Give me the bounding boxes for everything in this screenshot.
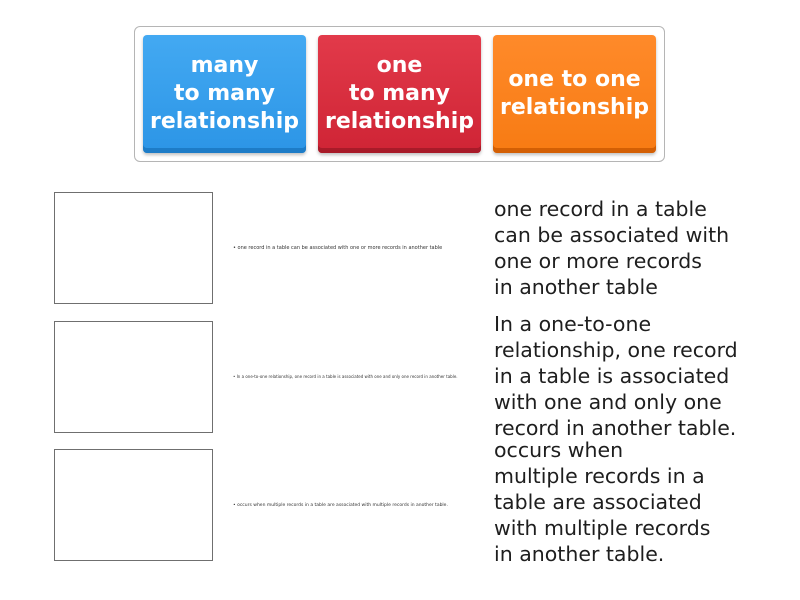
- tile-one-to-many[interactable]: one to many relationship: [318, 35, 481, 153]
- row-1-description: one record in a table can be associated …: [494, 197, 730, 299]
- drop-zone-1[interactable]: [54, 192, 213, 304]
- tile-one-to-one[interactable]: one to one relationship: [493, 35, 656, 153]
- tile-many-to-many[interactable]: many to many relationship: [143, 35, 306, 153]
- row-1-small-text: • one record in a table can be associate…: [233, 245, 443, 251]
- row-3-description: occurs when multiple records in a table …: [494, 438, 711, 566]
- drop-zone-3[interactable]: [54, 449, 213, 561]
- row-3-small-text: • occurs when multiple records in a tabl…: [233, 503, 448, 508]
- row-2-description: In a one-to-one relationship, one record…: [494, 312, 738, 440]
- row-2-small-text: • In a one-to-one relationship, one reco…: [233, 374, 458, 379]
- drop-zone-2[interactable]: [54, 321, 213, 433]
